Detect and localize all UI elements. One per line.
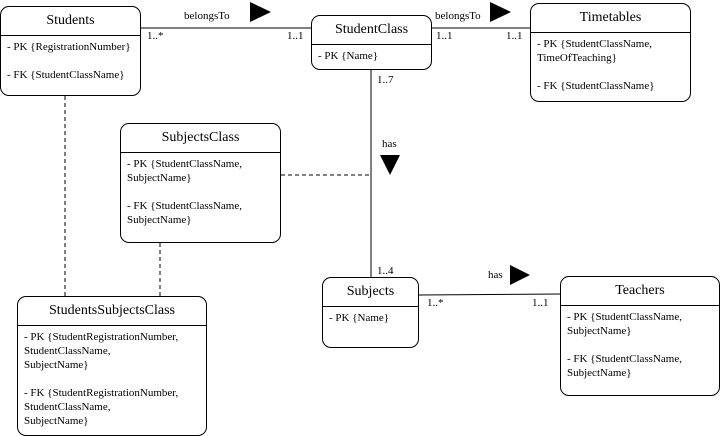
entity-title: Teachers [561, 277, 719, 306]
teachers-multiplicity: 1..1 [532, 297, 549, 309]
foreign-key: - FK {StudentClassName} [7, 69, 125, 81]
foreign-key: - FK {StudentClassName, SubjectName} [567, 353, 682, 379]
has-arrow-horizontal-icon [510, 265, 530, 285]
attribute-list: - PK {Name} [323, 307, 418, 329]
primary-key: - PK {Name} [318, 50, 379, 62]
entity-studentclass[interactable]: StudentClass - PK {Name} [311, 15, 432, 70]
primary-key: - PK {StudentRegistrationNumber, Student… [24, 331, 179, 371]
primary-key: - PK {Name} [329, 312, 390, 324]
entity-subjects[interactable]: Subjects - PK {Name} [322, 277, 419, 348]
students-multiplicity: 1..* [147, 30, 164, 42]
belongsto-arrow-2-icon [490, 2, 511, 22]
attribute-list: - PK {StudentClassName, SubjectName} - F… [121, 153, 280, 231]
primary-key: - PK {StudentClassName, SubjectName} [567, 311, 682, 337]
attribute-list: - PK {StudentRegistrationNumber, Student… [18, 326, 206, 432]
entity-subjectsclass[interactable]: SubjectsClass - PK {StudentClassName, Su… [120, 123, 281, 243]
foreign-key: - FK {StudentRegistrationNumber, Student… [24, 387, 179, 427]
belongsto-label-2: belongsTo [435, 10, 481, 22]
entity-title: SubjectsClass [121, 124, 280, 153]
subjects-teachers-line [418, 293, 562, 296]
entity-title: Timetables [531, 4, 690, 33]
foreign-key: - FK {StudentClassName} [537, 80, 655, 92]
primary-key: - PK {StudentClassName, TimeOfTeaching} [537, 38, 652, 64]
foreign-key: - FK {StudentClassName, SubjectName} [127, 200, 242, 226]
entity-title: StudentsSubjectsClass [18, 297, 206, 326]
attribute-list: - PK {StudentClassName, SubjectName} - F… [561, 306, 719, 384]
entity-title: StudentClass [312, 16, 431, 45]
belongsto-arrow-1-icon [250, 2, 271, 22]
entity-title: Students [1, 7, 140, 36]
has-arrow-vertical-icon [380, 155, 400, 175]
primary-key: - PK {RegistrationNumber} [7, 41, 131, 53]
entity-title: Subjects [323, 278, 418, 307]
belongsto-label-1: belongsTo [184, 10, 230, 22]
attribute-list: - PK {Name} [312, 45, 431, 67]
studentclass-multiplicity-bottom: 1..7 [377, 74, 394, 86]
studentclass-multiplicity-right: 1..1 [436, 30, 453, 42]
entity-timetables[interactable]: Timetables - PK {StudentClassName, TimeO… [530, 3, 691, 102]
has-label-vertical: has [382, 138, 397, 150]
attribute-list: - PK {StudentClassName, TimeOfTeaching} … [531, 33, 690, 97]
timetables-multiplicity: 1..1 [506, 30, 523, 42]
has-label-horizontal: has [488, 269, 503, 281]
studentclass-multiplicity-left: 1..1 [287, 30, 304, 42]
entity-studentssubjectsclass[interactable]: StudentsSubjectsClass - PK {StudentRegis… [17, 296, 207, 436]
primary-key: - PK {StudentClassName, SubjectName} [127, 158, 242, 184]
subjects-multiplicity-top: 1..4 [377, 265, 394, 277]
attribute-list: - PK {RegistrationNumber} - FK {StudentC… [1, 36, 140, 86]
entity-teachers[interactable]: Teachers - PK {StudentClassName, Subject… [560, 276, 720, 396]
subjects-multiplicity-right: 1..* [427, 297, 444, 309]
entity-students[interactable]: Students - PK {RegistrationNumber} - FK … [0, 6, 141, 96]
